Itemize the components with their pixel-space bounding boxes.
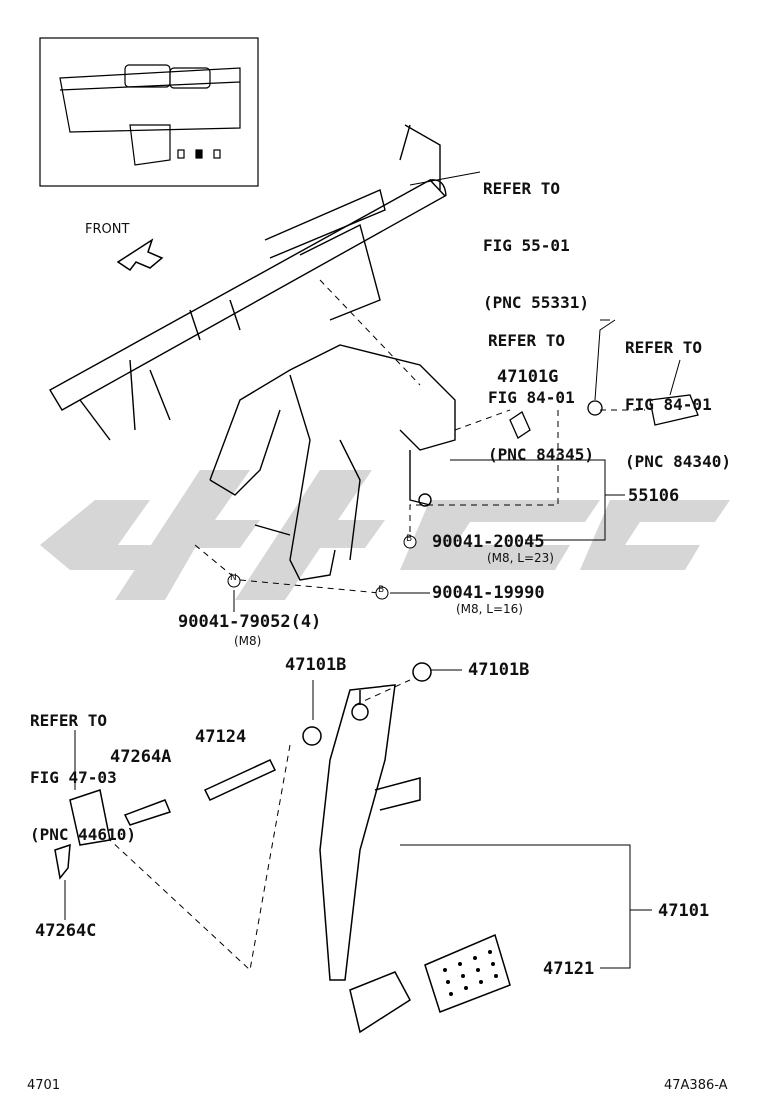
part-47264C[interactable]: 47264C: [35, 921, 97, 941]
ref-line: (PNC 84345): [488, 445, 594, 464]
watermark-logo: [40, 470, 730, 600]
ref-line: (PNC 84340): [625, 452, 731, 471]
ref-line: (PNC 55331): [483, 293, 589, 312]
pedal-pad-pattern: [443, 950, 498, 996]
part-47101[interactable]: 47101: [658, 901, 710, 921]
pedal-bracket: [209, 344, 456, 581]
ref-line: FIG 55-01: [483, 236, 570, 255]
ref-line: REFER TO: [625, 338, 703, 357]
circle-markers: [227, 535, 417, 600]
spec-90041-20045: (M8, L=23): [487, 551, 554, 565]
inset-dashboard-view: [39, 37, 259, 187]
ref-line: FIG 47-03: [30, 768, 117, 787]
footer-figure-number: 4701: [27, 1078, 61, 1093]
part-47101G[interactable]: 47101G: [497, 367, 559, 387]
marker-b-2: B: [378, 585, 385, 595]
part-47121[interactable]: 47121: [543, 959, 595, 979]
front-arrow-icon: [116, 238, 164, 272]
marker-b-1: B: [406, 534, 413, 544]
hardware-parts: [509, 394, 699, 439]
ref-line: FIG 84-01: [488, 388, 575, 407]
part-55106[interactable]: 55106: [628, 486, 680, 506]
ref-line: REFER TO: [488, 331, 566, 350]
spec-90041-79052: (M8): [234, 634, 262, 648]
ref-fig-55-01[interactable]: REFER TO FIG 55-01 (PNC 55331): [483, 141, 589, 331]
part-47264A[interactable]: 47264A: [110, 747, 172, 767]
leader-lines: [64, 171, 681, 969]
ref-fig-84-01-a[interactable]: REFER TO FIG 84-01 (PNC 84345): [488, 293, 594, 483]
ref-line: REFER TO: [30, 711, 108, 730]
part-47124[interactable]: 47124: [195, 727, 247, 747]
ref-fig-84-01-b[interactable]: REFER TO FIG 84-01 (PNC 84340): [625, 300, 731, 490]
steering-support-beam: [49, 124, 447, 441]
part-47101B-left[interactable]: 47101B: [285, 655, 347, 675]
ref-fig-47-03[interactable]: REFER TO FIG 47-03 (PNC 44610): [30, 673, 136, 863]
front-label: FRONT: [85, 222, 130, 237]
marker-n-1: N: [230, 573, 237, 583]
part-90041-79052[interactable]: 90041-79052(4): [178, 612, 322, 632]
dashed-lines: [109, 279, 645, 971]
spec-90041-19990: (M8, L=16): [456, 602, 523, 616]
part-90041-20045[interactable]: 90041-20045: [432, 532, 545, 552]
ref-line: (PNC 44610): [30, 825, 136, 844]
ref-line: REFER TO: [483, 179, 561, 198]
part-90041-19990[interactable]: 90041-19990: [432, 583, 545, 603]
part-47101B-right[interactable]: 47101B: [468, 660, 530, 680]
footer-illustration-code: 47A386-A: [664, 1078, 728, 1093]
ref-line: FIG 84-01: [625, 395, 712, 414]
